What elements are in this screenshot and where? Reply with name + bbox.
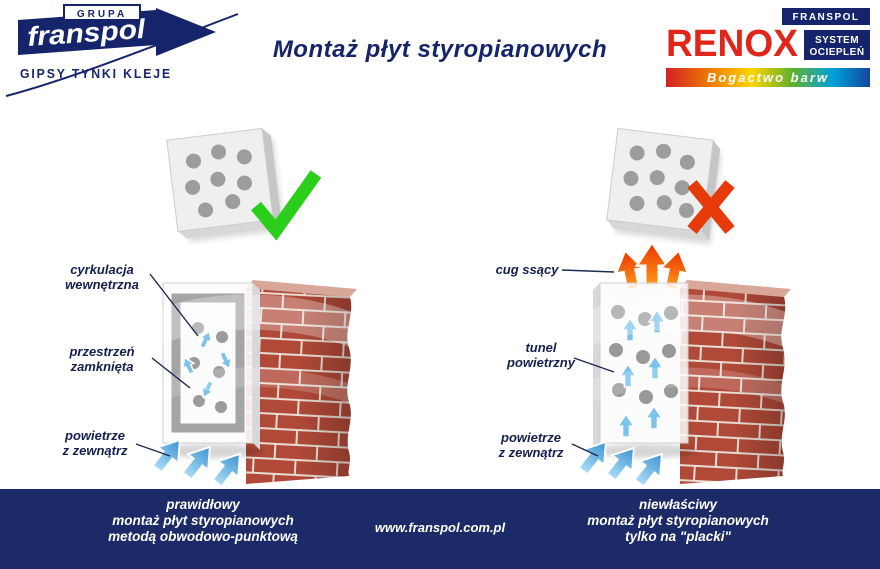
sheen bbox=[150, 294, 362, 352]
logo-banner bbox=[18, 10, 156, 55]
logo-arrow-icon bbox=[156, 8, 216, 56]
sheen bbox=[584, 294, 796, 352]
diagram-canvas bbox=[135, 127, 796, 490]
caption-correct-method: prawidłowy montaż płyt styropianowych me… bbox=[108, 497, 298, 544]
label-air-tunnel: tunel powietrzny bbox=[507, 340, 575, 370]
glue-dots bbox=[623, 143, 695, 218]
renox-system-badge bbox=[804, 30, 870, 60]
brick-wall-right bbox=[680, 280, 791, 484]
glue-dots bbox=[185, 144, 253, 218]
logo-swoosh bbox=[5, 13, 239, 97]
green-check-icon bbox=[251, 170, 322, 241]
renox-logo: RENOX FRANSPOL SYSTEM OCIEPLEŃ Bogactwo … bbox=[666, 8, 870, 87]
footer-bar bbox=[0, 489, 880, 569]
renox-system-line1: SYSTEM bbox=[815, 35, 859, 46]
mounted-panel-incorrect bbox=[593, 282, 689, 450]
label-outside-air-left: powietrze z zewnątrz bbox=[62, 428, 128, 458]
label-closed-space: przestrzeń zamknięta bbox=[69, 344, 135, 374]
red-x-icon bbox=[687, 180, 735, 234]
panel-shadow bbox=[594, 444, 698, 458]
label-suction-draft: cug ssący bbox=[495, 262, 559, 277]
renox-system-line2: OCIEPLEŃ bbox=[809, 45, 864, 58]
renox-flag-label: FRANSPOL bbox=[793, 12, 860, 23]
adhesive-frame bbox=[171, 293, 245, 433]
leader-lines-right bbox=[561, 269, 615, 457]
sheen bbox=[584, 367, 796, 408]
renox-brand: RENOX bbox=[666, 23, 799, 65]
label-outside-air-right: powietrze z zewnątrz bbox=[498, 430, 564, 460]
grupa-label: GRUPA bbox=[77, 9, 127, 20]
styrofoam-board-incorrect bbox=[606, 127, 722, 245]
franspol-logo: GRUPA franspol GIPSY TYNKI KLEJE bbox=[5, 4, 239, 97]
brick-wall-left bbox=[246, 280, 357, 484]
page-title: Montaż płyt styropianowych bbox=[272, 36, 608, 63]
label-circulation: cyrkulacja wewnętrzna bbox=[65, 262, 139, 292]
adhesive-dots bbox=[188, 322, 228, 413]
incorrect-method-figure bbox=[561, 127, 796, 490]
franspol-tagline: GIPSY TYNKI KLEJE bbox=[20, 66, 172, 81]
grupa-badge bbox=[63, 4, 141, 21]
renox-rainbow-bar bbox=[666, 68, 870, 87]
renox-flag-badge bbox=[782, 8, 870, 25]
sheen bbox=[150, 367, 362, 408]
leader-lines-left bbox=[135, 273, 199, 457]
correct-method-figure bbox=[135, 127, 362, 490]
website-url: www.franspol.com.pl bbox=[374, 520, 506, 535]
caption-incorrect-method: niewłaściwy montaż płyt styropianowych t… bbox=[587, 497, 769, 544]
renox-tagline: Bogactwo barw bbox=[707, 70, 829, 85]
